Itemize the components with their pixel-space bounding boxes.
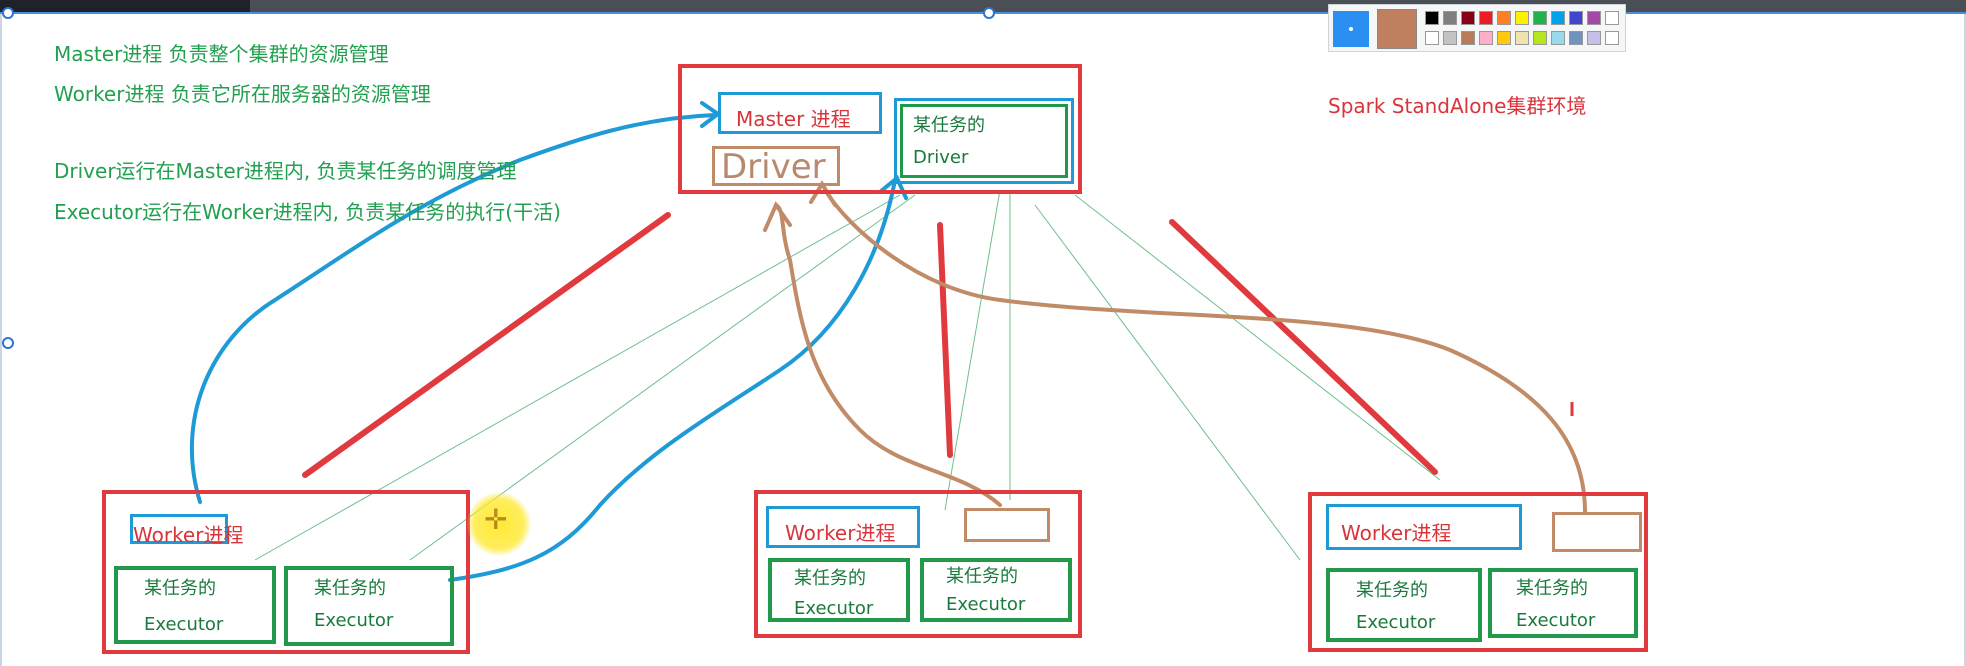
worker-node-box-1: Worker进程 某任务的 Executor 某任务的 Executor (102, 490, 470, 654)
executor-box-3b: 某任务的 Executor (1488, 568, 1638, 638)
task-driver-inner-box: 某任务的 Driver (900, 104, 1068, 178)
window-tab[interactable] (0, 0, 250, 12)
connector-line (1074, 194, 1441, 481)
diagram-title: Spark StandAlone集群环境 (1328, 94, 1587, 118)
color-swatch[interactable] (1479, 11, 1493, 25)
executor-label-line2: Executor (1516, 610, 1596, 631)
resize-handle-middle-left[interactable] (2, 337, 14, 349)
driver-placeholder-box: Driver (712, 146, 840, 187)
executor-box-1b: 某任务的 Executor (284, 566, 454, 646)
master-process-label-box: Master 进程 (718, 92, 882, 134)
executor-label-line1: 某任务的 (1516, 578, 1588, 599)
color-swatch[interactable] (1425, 11, 1439, 25)
executor-box-2a: 某任务的 Executor (768, 558, 910, 622)
color-swatch[interactable] (1605, 31, 1619, 45)
move-cursor-icon: ✛ (484, 503, 508, 536)
red-stroke (1169, 219, 1438, 475)
task-driver-line1: 某任务的 (913, 115, 985, 136)
note-master: Master进程 负责整个集群的资源管理 (54, 42, 389, 66)
worker-process-label-box-2: Worker进程 (766, 506, 920, 548)
worker-process-label-box-3: Worker进程 (1326, 504, 1522, 550)
brown-arrow-worker2-to-driver (774, 203, 1002, 507)
connector-line (944, 189, 1001, 511)
worker-process-label-2: Worker进程 (785, 521, 896, 545)
selection-frame-right (1964, 14, 1966, 666)
selection-frame-left (0, 14, 2, 666)
executor-label-line2: Executor (794, 598, 874, 619)
color-swatch[interactable] (1533, 11, 1547, 25)
worker-process-label-3: Worker进程 (1341, 521, 1452, 545)
color-swatch[interactable] (1551, 31, 1565, 45)
executor-box-2b: 某任务的 Executor (920, 558, 1072, 622)
color-swatch[interactable] (1497, 11, 1511, 25)
worker-3-empty-slot (1552, 512, 1642, 552)
executor-box-1a: 某任务的 Executor (114, 566, 276, 644)
red-strokes (302, 212, 1438, 478)
executor-label-line1: 某任务的 (794, 568, 866, 589)
color-swatch[interactable] (1533, 31, 1547, 45)
color-swatch[interactable] (1461, 31, 1475, 45)
worker-node-box-3: Worker进程 某任务的 Executor 某任务的 Executor (1308, 492, 1648, 652)
resize-handle-top-left[interactable] (2, 7, 14, 19)
color-swatch[interactable] (1587, 11, 1601, 25)
executor-label-line1: 某任务的 (314, 578, 386, 599)
color-swatch[interactable] (1461, 11, 1475, 25)
color-swatch[interactable] (1515, 31, 1529, 45)
task-driver-line2: Driver (913, 147, 969, 168)
master-node-box: Master 进程 Driver 某任务的 Driver (678, 64, 1082, 194)
color-swatch[interactable] (1551, 11, 1565, 25)
connector-line (1034, 204, 1301, 561)
worker-node-box-2: Worker进程 某任务的 Executor 某任务的 Executor (754, 490, 1082, 638)
brown-curves (763, 180, 1587, 514)
worker-2-empty-slot (964, 508, 1050, 542)
executor-label-line1: 某任务的 (1356, 580, 1428, 601)
current-color-swatch[interactable] (1377, 9, 1417, 49)
color-swatch[interactable] (1569, 11, 1583, 25)
note-executor: Executor运行在Worker进程内, 负责某任务的执行(干活) (54, 200, 561, 224)
connector-line (254, 194, 901, 561)
pen-tool-button[interactable] (1333, 11, 1369, 47)
pen-dot-icon (1349, 27, 1353, 31)
worker-process-label-1: Worker进程 (133, 523, 244, 547)
note-worker: Worker进程 负责它所在服务器的资源管理 (54, 82, 431, 106)
red-stroke (302, 212, 671, 478)
executor-label-line2: Executor (144, 614, 224, 635)
color-swatch[interactable] (1443, 31, 1457, 45)
executor-label-line2: Executor (314, 610, 394, 631)
color-swatch[interactable] (1569, 31, 1583, 45)
master-process-label: Master 进程 (736, 107, 851, 131)
worker-process-label-box-1: Worker进程 (130, 514, 243, 547)
resize-handle-top-middle[interactable] (983, 7, 995, 19)
color-swatch[interactable] (1587, 31, 1601, 45)
color-swatch[interactable] (1497, 31, 1511, 45)
executor-label-line1: 某任务的 (946, 566, 1018, 587)
executor-label-line2: Executor (1356, 612, 1436, 633)
red-stroke (937, 222, 953, 458)
blue-arrow-worker-to-master (190, 113, 717, 504)
executor-label-line1: 某任务的 (144, 578, 216, 599)
blue-arrow-executor-to-driver (448, 178, 897, 582)
task-driver-box: 某任务的 Driver (894, 98, 1074, 184)
color-swatch[interactable] (1425, 31, 1439, 45)
color-swatch[interactable] (1479, 31, 1493, 45)
executor-label-line2: Executor (946, 594, 1026, 615)
color-swatch[interactable] (1443, 11, 1457, 25)
executor-box-3a: 某任务的 Executor (1326, 568, 1482, 642)
driver-big-label: Driver (721, 147, 826, 187)
color-swatch[interactable] (1605, 11, 1619, 25)
note-driver: Driver运行在Master进程内, 负责某任务的调度管理 (54, 159, 517, 183)
color-swatch[interactable] (1515, 11, 1529, 25)
brown-arrowhead (763, 200, 792, 232)
brown-arrow-worker3-to-driver (823, 188, 1587, 514)
pointer-highlight (467, 492, 531, 556)
color-palette (1328, 4, 1626, 52)
